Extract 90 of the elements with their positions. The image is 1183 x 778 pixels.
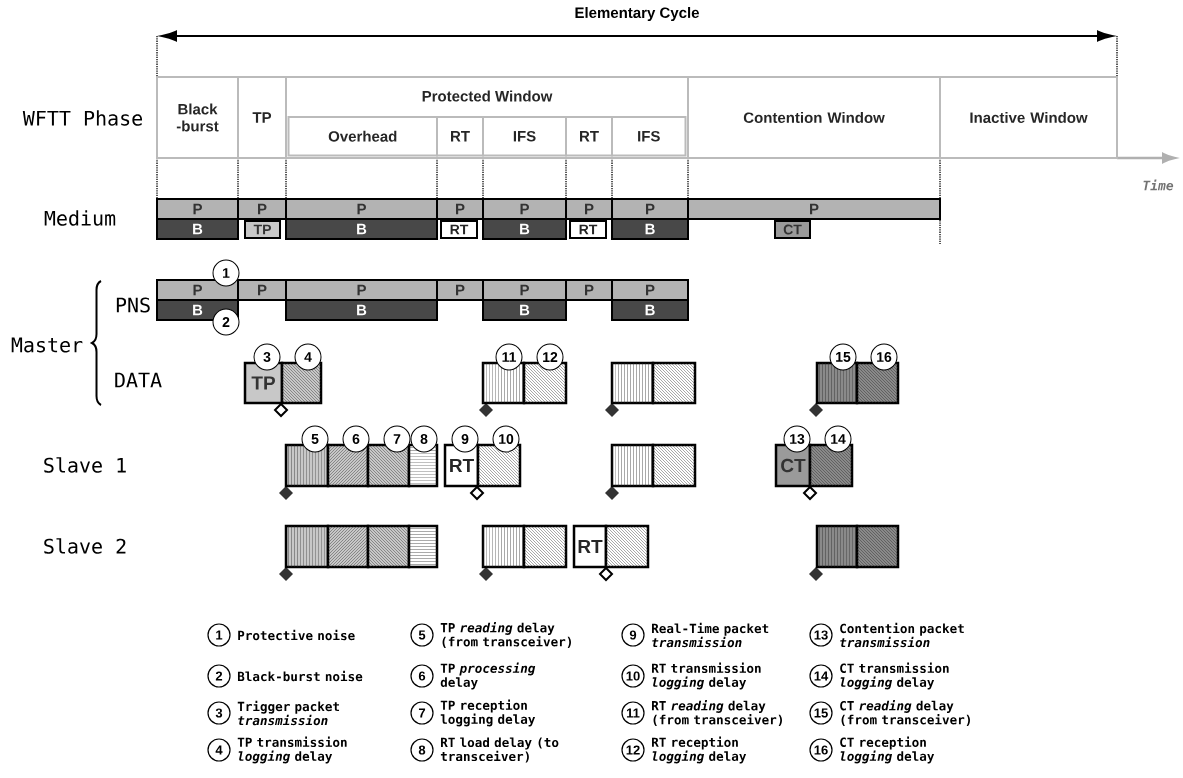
legend-text: Black-burst noise (238, 670, 363, 682)
callout-number: 8 (410, 425, 438, 453)
row-label: PNS (116, 297, 150, 313)
noise-bar: P (565, 198, 613, 220)
noise-bar: B (285, 299, 438, 321)
callout-number: 3 (253, 343, 281, 371)
row-label: Slave 1 (44, 457, 126, 473)
noise-bar: P (436, 279, 484, 301)
noise-bar: P (156, 279, 239, 301)
callout-number: 2 (212, 308, 240, 336)
legend-number: 12 (621, 738, 645, 762)
legend-number: 1 (207, 623, 231, 647)
legend-text: TP transmission logging delay (237, 736, 347, 764)
phase-box: Inactive Window (939, 76, 1118, 159)
legend-number: 3 (207, 701, 231, 725)
callout-number: 9 (451, 425, 479, 453)
legend-number: 4 (207, 738, 231, 762)
legend-number: 7 (410, 701, 434, 725)
packet-box: RT (572, 524, 608, 569)
legend-number: 14 (809, 664, 833, 688)
row-label: DATA (115, 372, 162, 388)
noise-bar: B (611, 218, 689, 240)
legend-text: Real-Time packet transmission (652, 622, 769, 648)
legend-number: 15 (809, 701, 833, 725)
phase-box: TP (237, 76, 287, 159)
callout-number: 12 (536, 343, 564, 371)
noise-bar: B (482, 299, 567, 321)
noise-bar: P (565, 279, 613, 301)
phase-box: IFS (482, 116, 567, 157)
row-label: Medium (44, 210, 116, 226)
legend-text: RT reception logging delay (652, 736, 747, 764)
legend-number: 11 (621, 701, 645, 725)
axis-label: Time (1143, 179, 1174, 191)
noise-bar: B (285, 218, 438, 240)
callout-number: 10 (492, 425, 520, 453)
legend-number: 9 (621, 623, 645, 647)
callout-number: 16 (870, 343, 898, 371)
phase-box: RT (436, 116, 484, 157)
callout-number: 7 (383, 425, 411, 453)
phase-box: Black -burst (156, 76, 239, 159)
noise-bar: P (482, 279, 567, 301)
legend-text: CT transmission logging delay (840, 662, 949, 690)
callout-number: 14 (824, 425, 852, 453)
legend-number: 6 (410, 664, 434, 688)
legend-number: 2 (207, 664, 231, 688)
callout-number: 13 (783, 425, 811, 453)
noise-bar: P (237, 279, 287, 301)
cycle-label: Elementary Cycle (575, 7, 699, 21)
noise-bar: P (156, 198, 239, 220)
callout-number: 6 (342, 425, 370, 453)
legend-text: TP processing delay (440, 662, 536, 690)
noise-bar: B (482, 218, 567, 240)
legend-number: 5 (410, 623, 434, 647)
legend-number: 13 (809, 623, 833, 647)
phase-box: IFS (611, 116, 687, 157)
packet-box: CT (774, 220, 811, 239)
legend-text: Trigger packet transmission (237, 700, 340, 726)
phase-box: Contention Window (687, 76, 941, 159)
callout-number: 4 (294, 343, 322, 371)
callout-number: 1 (212, 259, 240, 287)
noise-bar: B (611, 299, 689, 321)
legend-text: RT transmission logging delay (652, 662, 761, 690)
legend-text: Contention packet transmission (840, 622, 964, 648)
packet-box: RT (440, 220, 478, 239)
noise-bar: P (436, 198, 484, 220)
packet-box: TP (244, 220, 281, 239)
callout-number: 15 (829, 343, 857, 371)
legend-text: RT load delay (to transceiver) (440, 737, 559, 763)
legend-number: 8 (410, 738, 434, 762)
noise-bar: B (156, 218, 239, 240)
noise-bar: P (237, 198, 287, 220)
legend-text: CT reading delay (from transceiver) (840, 700, 970, 726)
noise-bar: P (611, 279, 689, 301)
phase-box: RT (565, 116, 613, 157)
hatched-box (284, 524, 330, 569)
callout-number: 5 (301, 425, 329, 453)
legend-number: 10 (621, 664, 645, 688)
legend-text: TP reception logging delay (440, 699, 536, 727)
legend-text: Protective noise (238, 629, 355, 641)
callout-number: 11 (495, 343, 523, 371)
row-label: Slave 2 (44, 538, 126, 554)
packet-box: CT (774, 443, 812, 488)
legend-number: 16 (809, 738, 833, 762)
legend-text: CT reception logging delay (840, 736, 935, 764)
legend-text: RT reading delay (from transceiver) (652, 700, 782, 726)
noise-bar: P (611, 198, 689, 220)
legend-text: TP reading delay (from transceiver) (440, 622, 571, 648)
packet-box: RT (569, 220, 607, 239)
row-label: Master (11, 337, 83, 353)
noise-bar: P (482, 198, 567, 220)
